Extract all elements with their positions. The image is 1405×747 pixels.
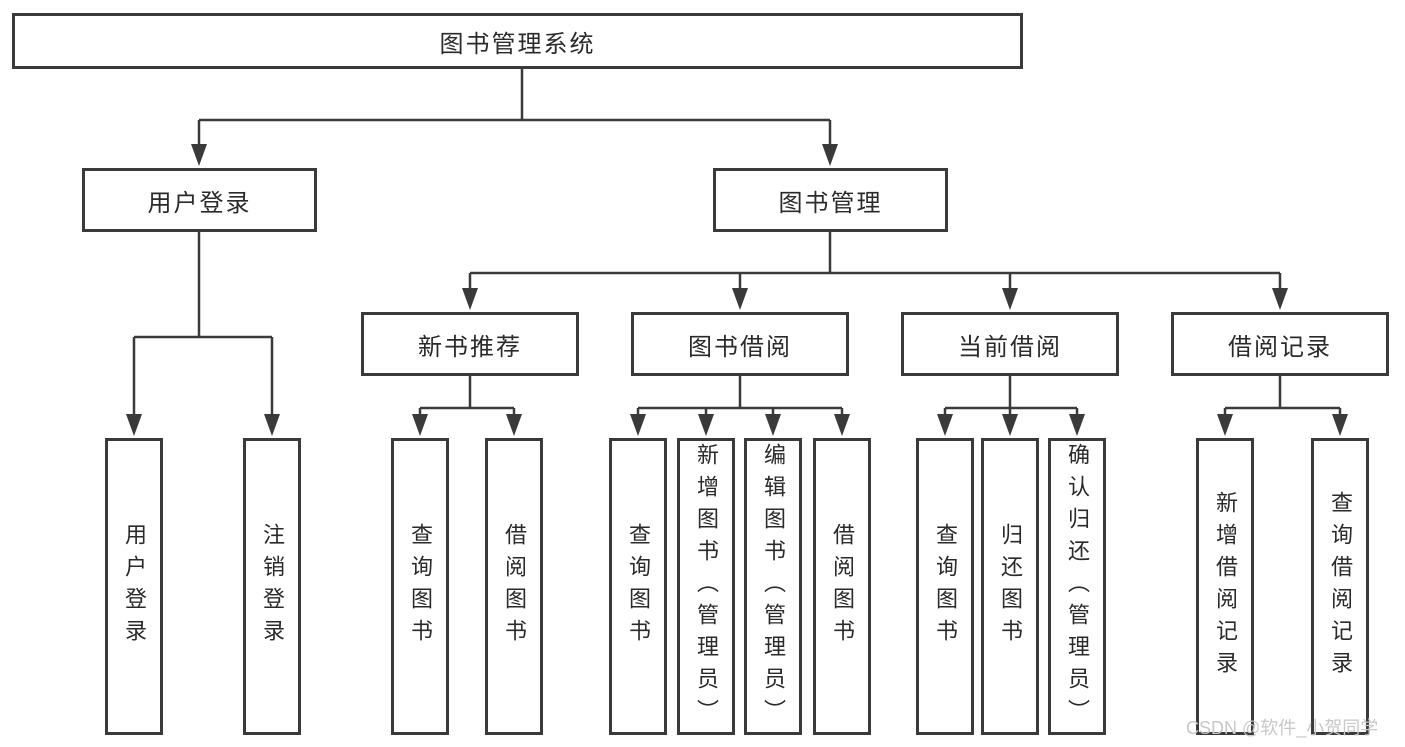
edge-user-login-to-leaves (132, 232, 274, 418)
arrowheads (126, 144, 1348, 436)
edge-book-management-to-level3 (468, 232, 1282, 292)
node-user-login: 用户登录 (82, 168, 317, 232)
node-book-borrowing: 图书借阅 (631, 312, 849, 376)
node-new-book-recommendation: 新书推荐 (361, 312, 579, 376)
leaf-label: 新增图书（管理员） (694, 442, 719, 731)
leaf-label: 归还图书 (998, 522, 1023, 651)
leaf-label: 查询图书 (933, 522, 958, 651)
leaf-label: 查询借阅记录 (1328, 490, 1353, 683)
edge-root-to-level2 (197, 69, 832, 148)
edge-new-book-to-leaves (418, 376, 516, 418)
edge-current-borrowing-to-leaves (943, 376, 1079, 418)
leaf-edit-books-admin: 编辑图书（管理员） (744, 438, 802, 735)
edge-borrow-records-to-leaves (1223, 376, 1342, 418)
leaf-return-books: 归还图书 (981, 438, 1039, 735)
leaf-query-books-borrowing: 查询图书 (609, 438, 667, 735)
node-current-borrowing: 当前借阅 (901, 312, 1119, 376)
leaf-label: 借阅图书 (502, 522, 527, 651)
edge-book-borrowing-to-leaves (636, 376, 844, 418)
node-borrowing-records: 借阅记录 (1171, 312, 1389, 376)
leaf-user-login: 用户登录 (105, 438, 163, 735)
leaf-label: 注销登录 (260, 522, 285, 651)
node-book-management: 图书管理 (713, 168, 948, 232)
leaf-label: 查询图书 (626, 522, 651, 651)
leaf-query-books-current: 查询图书 (916, 438, 974, 735)
leaf-label: 编辑图书（管理员） (761, 442, 786, 731)
node-root-system: 图书管理系统 (12, 13, 1023, 69)
leaf-confirm-return-admin: 确认归还（管理员） (1048, 438, 1106, 735)
leaf-label: 借阅图书 (830, 522, 855, 651)
csdn-watermark: CSDN @软件_小贺同学 (1186, 718, 1379, 738)
leaf-label: 确认归还（管理员） (1065, 442, 1090, 731)
leaf-add-borrow-record: 新增借阅记录 (1196, 438, 1254, 735)
leaf-logout-login: 注销登录 (243, 438, 301, 735)
leaf-label: 新增借阅记录 (1213, 490, 1238, 683)
leaf-borrow-books-new-book: 借阅图书 (485, 438, 543, 735)
leaf-label: 查询图书 (408, 522, 433, 651)
leaf-borrow-books-borrowing: 借阅图书 (813, 438, 871, 735)
leaf-query-books-new-book: 查询图书 (391, 438, 449, 735)
leaf-label: 用户登录 (122, 522, 147, 651)
leaf-add-books-admin: 新增图书（管理员） (677, 438, 735, 735)
leaf-query-borrow-record: 查询借阅记录 (1311, 438, 1369, 735)
